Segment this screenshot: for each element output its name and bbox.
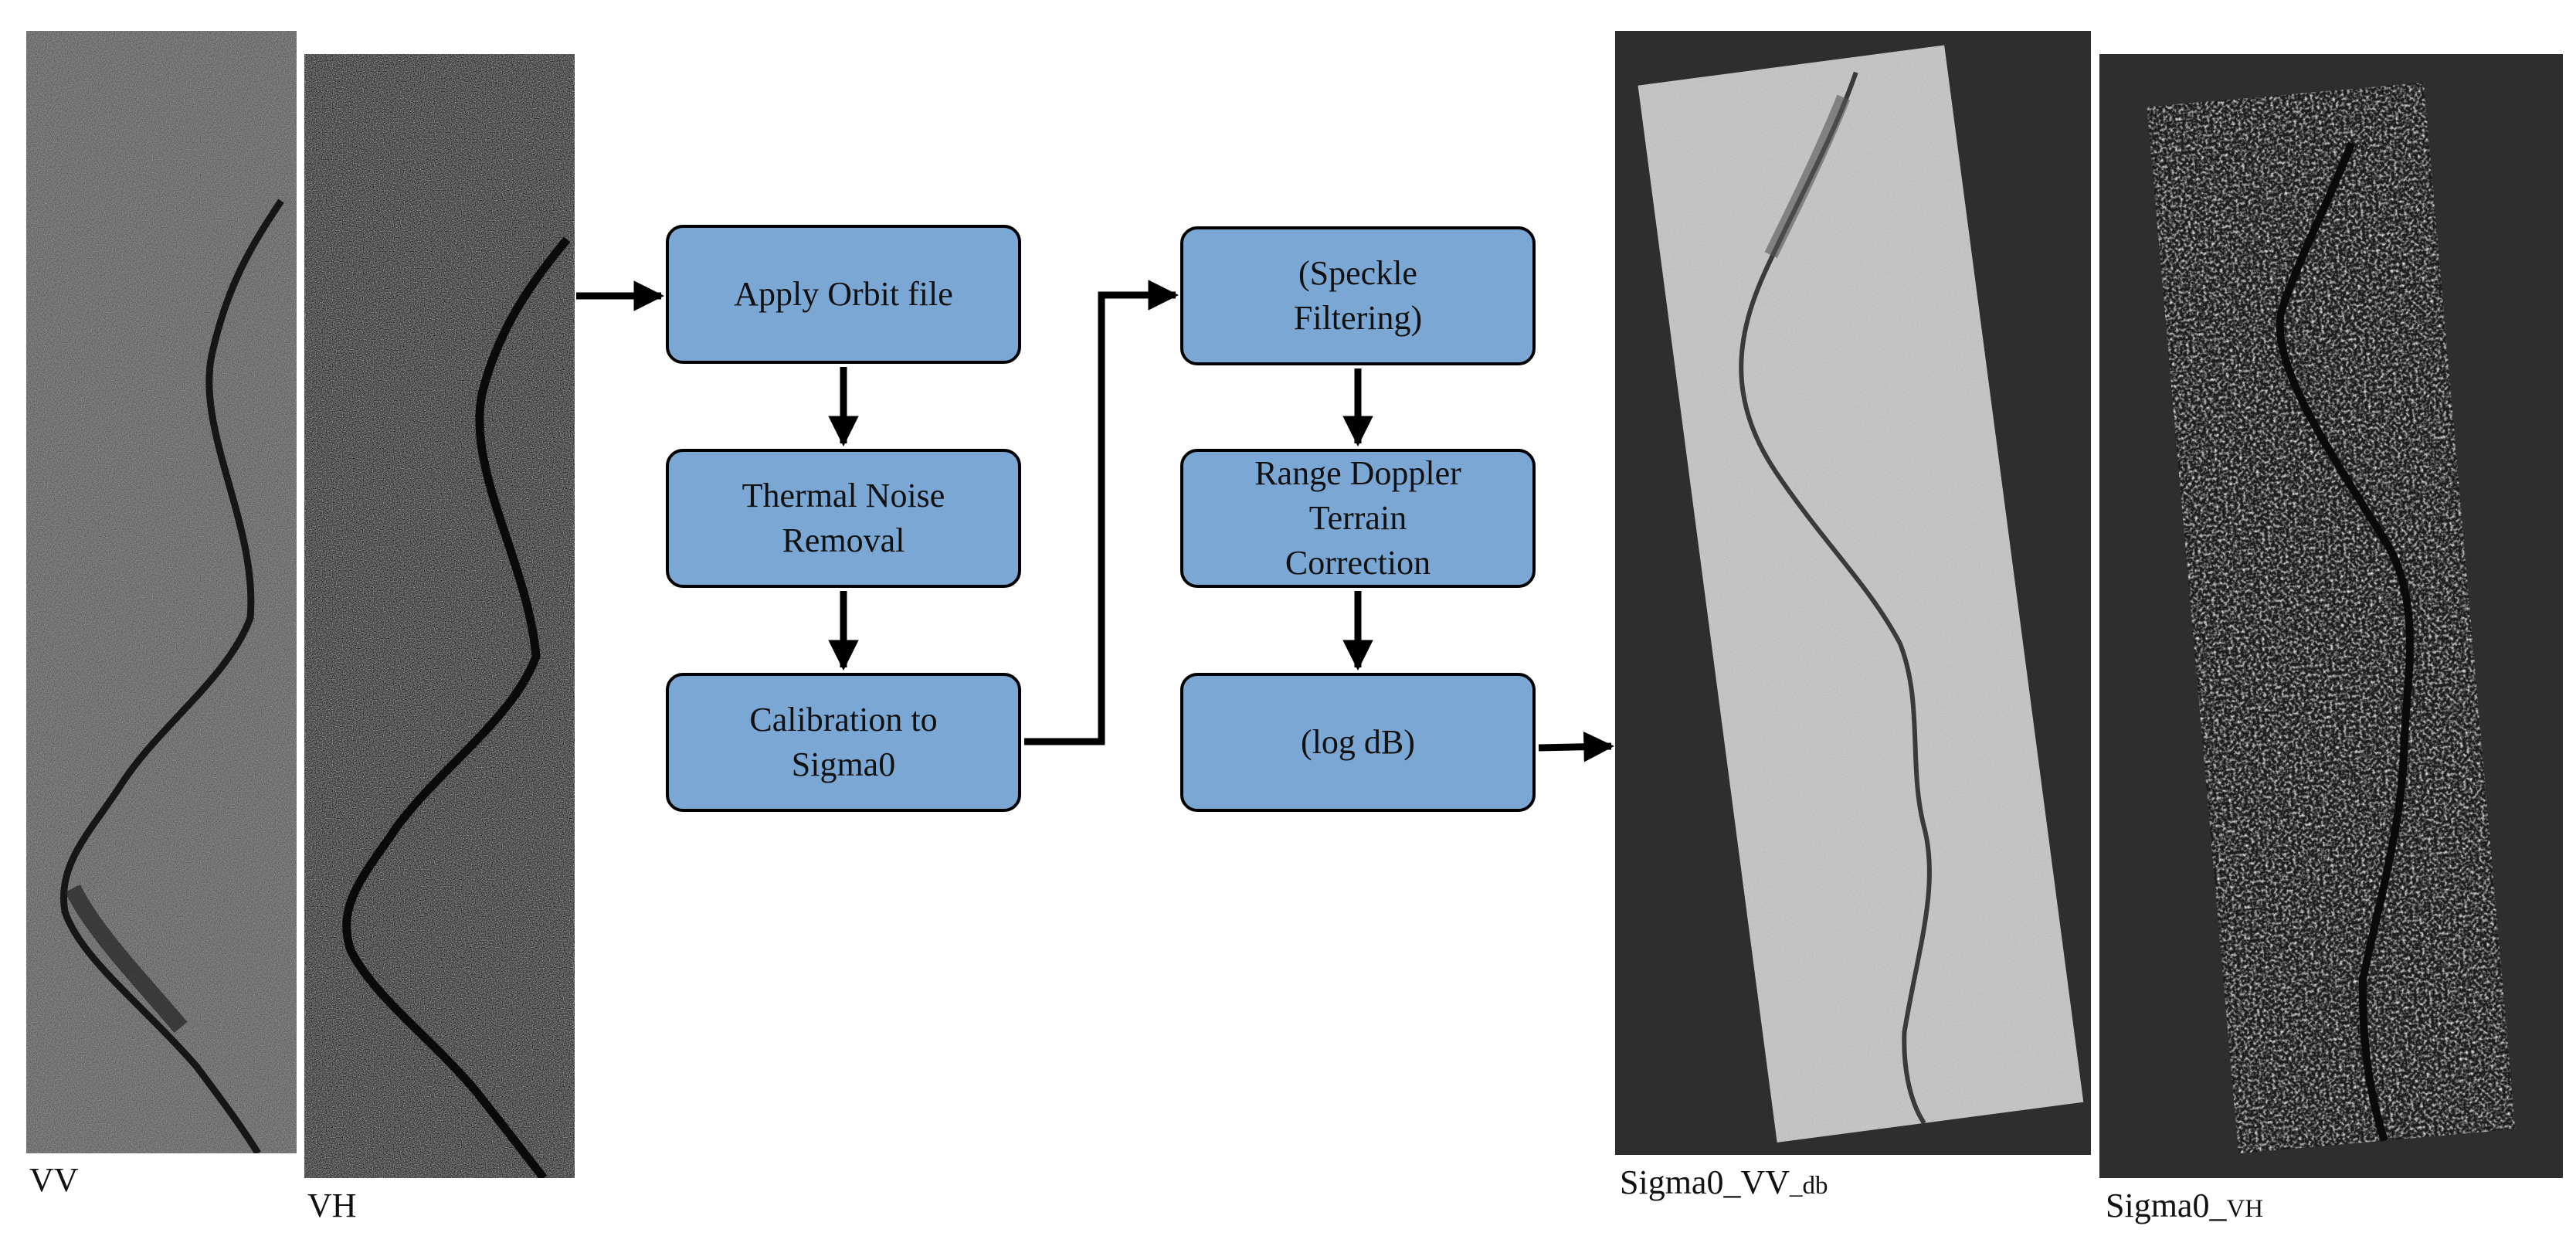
sigma0-vv-db-output-panel xyxy=(1615,31,2091,1155)
apply-orbit-file-step: Apply Orbit file xyxy=(666,225,1021,364)
calibration-label: Calibration to Sigma0 xyxy=(749,701,938,783)
terrain-correction-step: Range Doppler Terrain Correction xyxy=(1180,449,1536,588)
vv-label: VV xyxy=(29,1161,79,1199)
arrow-calibration-to-speckle xyxy=(1024,280,1179,745)
log-db-step: (log dB) xyxy=(1180,673,1536,812)
log-db-label: (log dB) xyxy=(1301,723,1415,761)
vv-input-image xyxy=(26,31,297,1153)
thermal-noise-removal-step: Thermal Noise Removal xyxy=(666,449,1021,588)
sigma0-vh-strip xyxy=(2147,82,2516,1154)
terrain-correction-label: Range Doppler Terrain Correction xyxy=(1254,454,1461,582)
calibration-step: Calibration to Sigma0 xyxy=(666,673,1021,812)
vh-input-image xyxy=(304,54,575,1178)
thermal-noise-removal-label: Thermal Noise Removal xyxy=(742,477,945,559)
sigma0-vh-subscript: VH xyxy=(2226,1195,2264,1223)
sigma0-vv-db-label: Sigma0_VV_db xyxy=(1620,1163,1828,1202)
sigma0-vv-db-subscript: _db xyxy=(1790,1172,1828,1200)
sigma0-vh-main: Sigma0_ xyxy=(2106,1187,2227,1224)
sigma0-vh-label: Sigma0_VH xyxy=(2106,1186,2263,1225)
apply-orbit-file-label: Apply Orbit file xyxy=(734,275,953,313)
sigma0-vv-db-strip xyxy=(1638,45,2084,1143)
arrow-log-to-output xyxy=(1538,731,1614,762)
speckle-filtering-label: (Speckle Filtering) xyxy=(1293,254,1423,337)
vh-label: VH xyxy=(307,1187,357,1224)
speckle-filtering-step: (Speckle Filtering) xyxy=(1180,226,1536,365)
sigma0-vh-output-panel xyxy=(2099,54,2563,1178)
sigma0-vv-db-main: Sigma0_VV xyxy=(1620,1163,1790,1201)
